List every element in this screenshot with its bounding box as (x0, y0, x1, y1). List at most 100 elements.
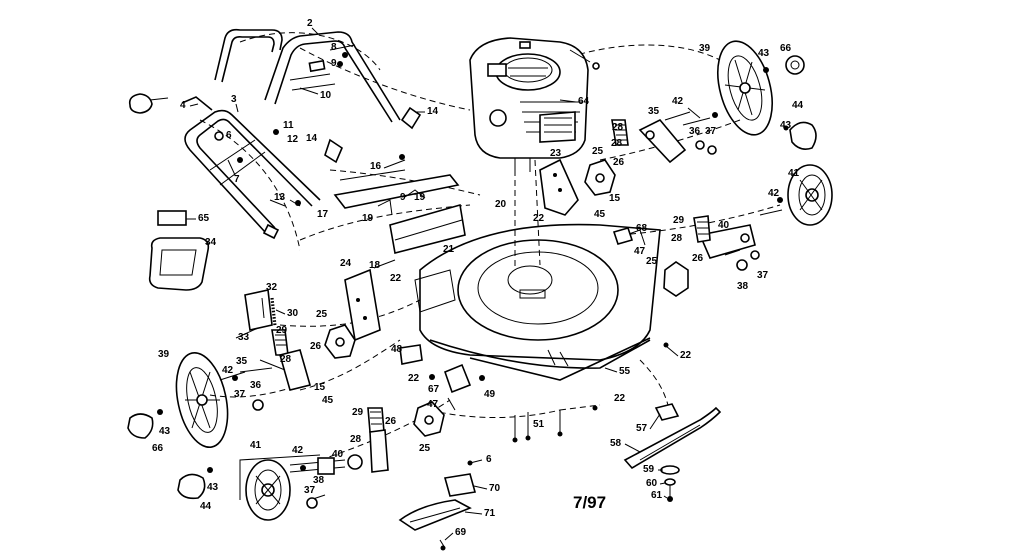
part-label: 14 (427, 106, 439, 117)
part-label: 41 (250, 440, 262, 451)
part-label: 26 (310, 341, 322, 352)
part-label: 7 (234, 174, 240, 185)
part-label: 33 (238, 332, 250, 343)
part-label: 38 (737, 281, 749, 292)
part-label: 15 (609, 193, 621, 204)
part-label: 25 (592, 146, 604, 157)
part-label: 26 (692, 253, 704, 264)
part-label: 65 (198, 213, 210, 224)
part-label: 61 (651, 490, 663, 501)
part-label: 22 (680, 350, 692, 361)
mower-deck (414, 223, 669, 381)
part-label: 39 (699, 43, 711, 54)
part-label: 42 (292, 445, 304, 456)
part-label: 9 (331, 58, 337, 69)
part-label: 43 (159, 426, 171, 437)
part-label: 43 (780, 120, 792, 131)
discharge-parts (398, 460, 477, 551)
part-label: 58 (610, 438, 622, 449)
part-label: 29 (352, 407, 364, 418)
part-label: 15 (314, 382, 326, 393)
part-label: 28 (671, 233, 683, 244)
part-label: 42 (768, 188, 780, 199)
axle-hardware (232, 112, 760, 509)
part-label: 59 (643, 464, 655, 475)
front-hardware (399, 344, 598, 443)
upper-handle (214, 28, 422, 164)
part-label: 37 (304, 485, 316, 496)
part-label: 19 (362, 213, 374, 224)
part-label: 30 (287, 308, 299, 319)
part-label: 42 (222, 365, 234, 376)
part-label: 47 (634, 246, 646, 257)
part-label: 29 (276, 325, 288, 336)
part-label: 43 (758, 48, 770, 59)
part-label: 37 (757, 270, 769, 281)
part-label: 38 (313, 475, 325, 486)
date-code: 7/97 (573, 493, 606, 512)
part-label: 47 (427, 399, 439, 410)
part-label: 22 (614, 393, 626, 404)
part-label: 9 (400, 192, 406, 203)
part-labels: 2 8 9 10 14 4 3 6 11 12 14 7 16 13 9 19 … (152, 18, 804, 538)
label-leader-lines (186, 27, 679, 541)
handle-bracket (333, 154, 466, 254)
part-label: 25 (646, 256, 658, 267)
part-label: 49 (484, 389, 496, 400)
lower-handle (128, 93, 321, 240)
part-label: 3 (231, 94, 237, 105)
part-label: 40 (718, 220, 730, 231)
engine (469, 37, 600, 175)
part-label: 10 (320, 90, 332, 101)
part-label: 26 (613, 157, 625, 168)
part-label: 4 (180, 100, 186, 111)
part-label: 25 (419, 443, 431, 454)
part-label: 39 (158, 349, 170, 360)
part-label: 37 (705, 126, 717, 137)
part-label: 68 (636, 223, 648, 234)
part-label: 36 (689, 126, 701, 137)
part-label: 6 (226, 130, 232, 141)
part-label: 16 (370, 161, 382, 172)
wheel-rear-right (717, 40, 805, 136)
part-label: 35 (648, 106, 660, 117)
part-label: 22 (533, 213, 545, 224)
part-label: 12 (287, 134, 299, 145)
part-label: 37 (234, 389, 246, 400)
part-label: 28 (612, 122, 624, 133)
part-label: 42 (672, 96, 684, 107)
part-label: 55 (619, 366, 631, 377)
part-label: 21 (443, 244, 455, 255)
part-label: 45 (594, 209, 606, 220)
part-label: 35 (236, 356, 248, 367)
part-label: 6 (486, 454, 492, 465)
part-label: 26 (385, 416, 397, 427)
part-label: 41 (788, 168, 800, 179)
part-label: 22 (408, 373, 420, 384)
part-label: 70 (489, 483, 501, 494)
part-label: 66 (780, 43, 792, 54)
grass-bag-label (148, 210, 210, 291)
part-label: 18 (369, 260, 381, 271)
part-label: 28 (350, 434, 362, 445)
part-label: 57 (636, 423, 648, 434)
part-label: 71 (484, 508, 496, 519)
part-label: 17 (317, 209, 329, 220)
part-label: 29 (673, 215, 685, 226)
part-label: 19 (414, 192, 426, 203)
part-label: 14 (306, 133, 318, 144)
part-label: 64 (578, 96, 590, 107)
part-label: 43 (207, 482, 219, 493)
part-label: 2 (307, 18, 313, 29)
part-label: 40 (332, 449, 344, 460)
wheel-rear-left (127, 351, 246, 449)
part-label: 22 (390, 273, 402, 284)
part-label: 44 (200, 501, 212, 512)
part-label: 67 (428, 384, 440, 395)
part-label: 45 (322, 395, 334, 406)
part-label: 25 (316, 309, 328, 320)
part-label: 24 (340, 258, 352, 269)
blade-assembly (623, 403, 722, 502)
part-label: 44 (792, 100, 804, 111)
part-label: 69 (455, 527, 467, 538)
